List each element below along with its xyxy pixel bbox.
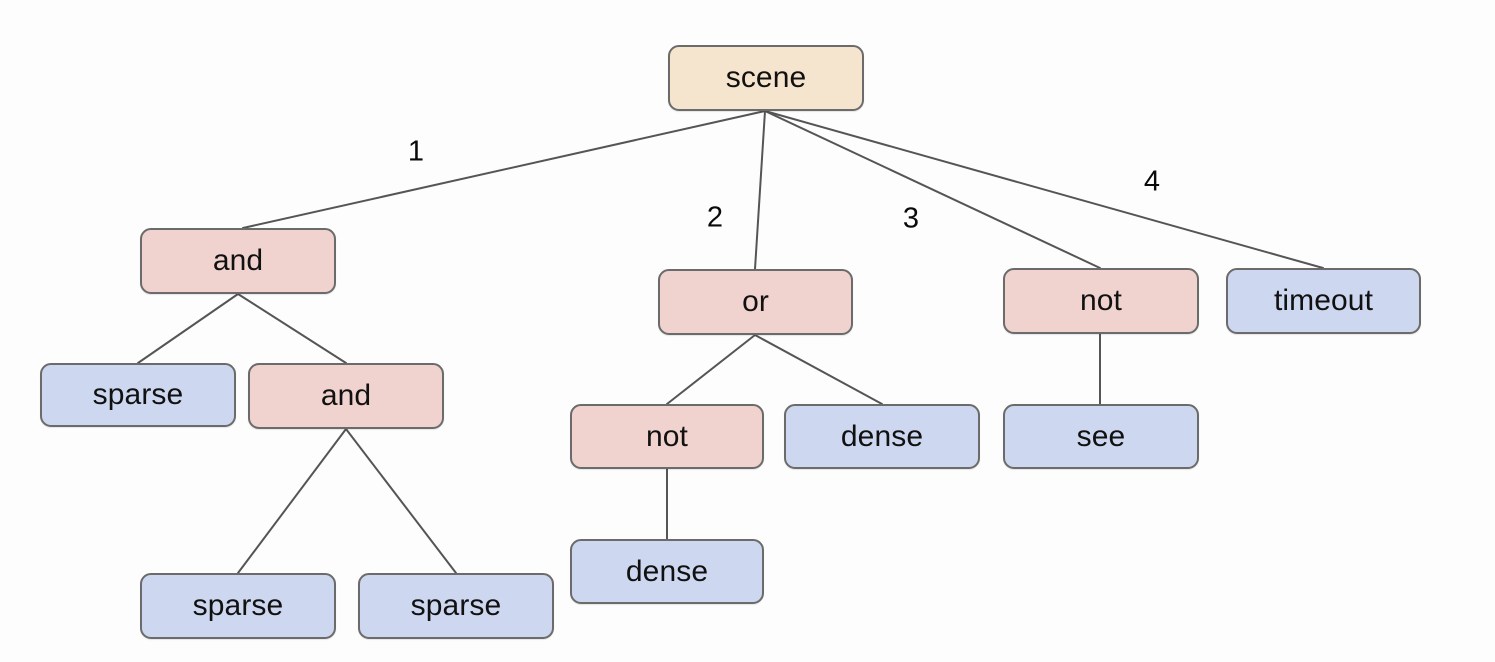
node-see1[interactable]: see bbox=[1003, 404, 1199, 469]
edge-scene-to-timeout1 bbox=[764, 110, 1324, 269]
node-timeout1[interactable]: timeout bbox=[1226, 268, 1421, 334]
node-sparse3[interactable]: sparse bbox=[358, 573, 554, 639]
node-or1[interactable]: or bbox=[658, 269, 853, 335]
edge-and2-to-sparse3 bbox=[345, 428, 457, 574]
edge-label-4: 4 bbox=[1143, 165, 1161, 198]
node-sparse2[interactable]: sparse bbox=[140, 573, 336, 639]
node-dense1[interactable]: dense bbox=[784, 404, 980, 469]
node-and2[interactable]: and bbox=[248, 363, 444, 429]
edge-label-2: 2 bbox=[706, 201, 724, 234]
edge-and1-to-and2 bbox=[237, 293, 347, 364]
node-scene[interactable]: scene bbox=[668, 45, 864, 111]
node-and1[interactable]: and bbox=[140, 228, 336, 294]
edge-and2-to-sparse2 bbox=[237, 428, 347, 574]
edge-or1-to-dense1 bbox=[754, 334, 883, 405]
node-not1[interactable]: not bbox=[570, 404, 764, 469]
edge-label-3: 3 bbox=[902, 202, 920, 235]
node-dense2[interactable]: dense bbox=[570, 539, 764, 604]
edge-or1-to-not1 bbox=[666, 334, 756, 405]
edge-scene-to-or1 bbox=[754, 110, 766, 270]
node-not2[interactable]: not bbox=[1003, 268, 1199, 334]
node-sparse1[interactable]: sparse bbox=[40, 363, 236, 427]
edge-and1-to-sparse1 bbox=[137, 293, 239, 364]
edge-scene-to-not2 bbox=[764, 110, 1101, 269]
edge-scene-to-and1 bbox=[242, 110, 766, 229]
edge-label-1: 1 bbox=[407, 135, 425, 168]
